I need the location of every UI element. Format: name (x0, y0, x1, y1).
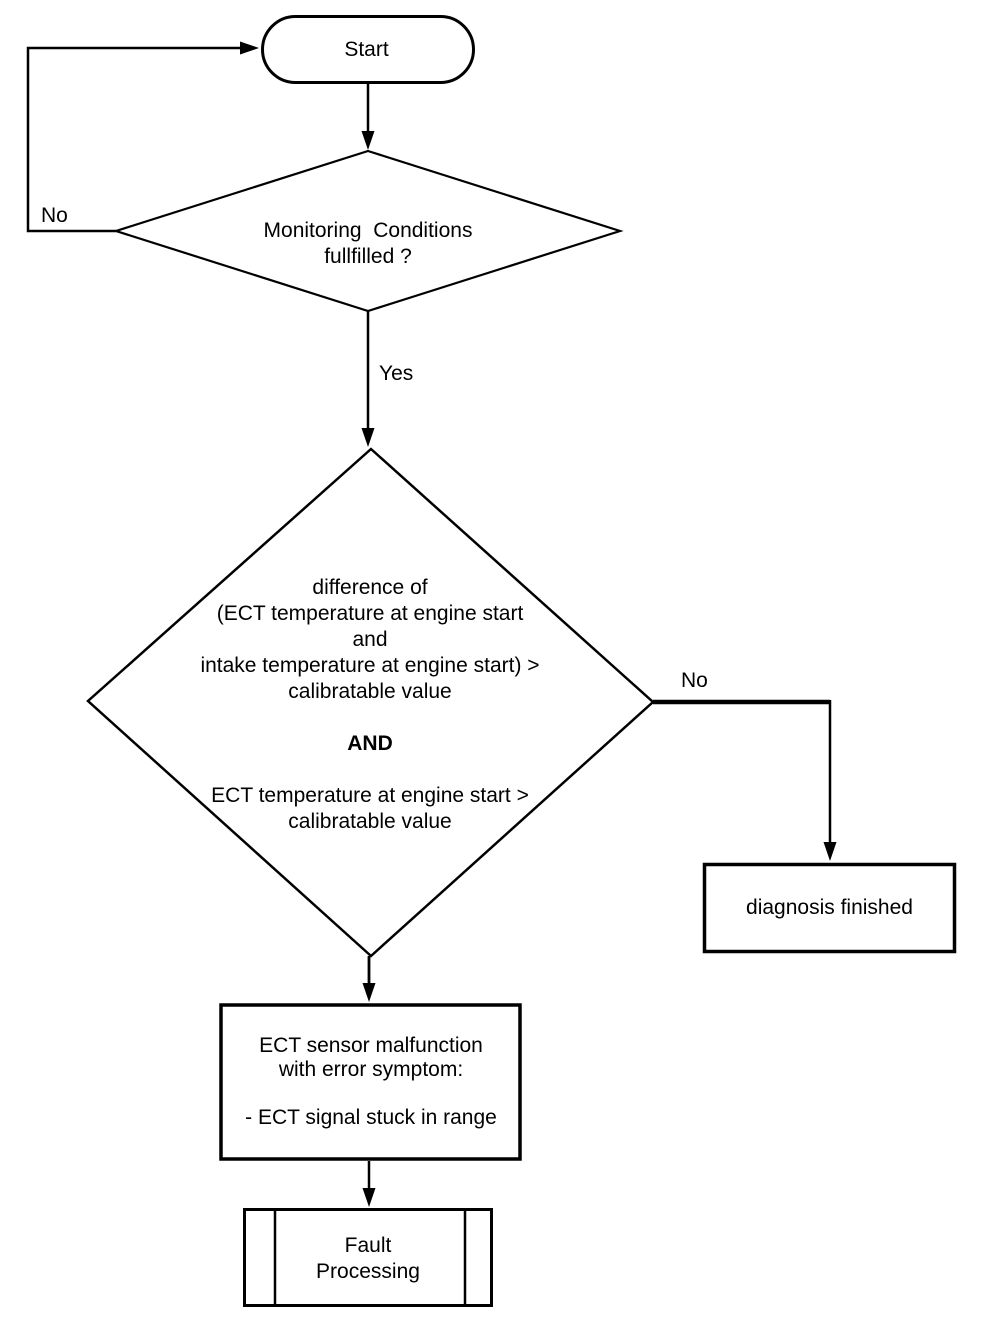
arrowhead-into-fault (362, 1188, 376, 1207)
monitoring-no-label: No (41, 204, 68, 227)
arrowhead-into-diagnosis (823, 842, 837, 861)
start-node-shape (261, 15, 475, 84)
monitoring-decision-label: Monitoring Conditions fullfilled ? (168, 218, 568, 270)
ect-decision-line (170, 705, 570, 731)
diagnosis-finished-label: diagnosis finished (746, 896, 913, 919)
ect-no-label: No (681, 669, 708, 692)
diagnosis-finished-box: diagnosis finished (703, 863, 956, 953)
ect-decision-line: calibratable value (288, 810, 452, 833)
fault-processing-line: Processing (316, 1260, 420, 1283)
malfunction-box: ECT sensor malfunction with error sympto… (221, 1034, 521, 1130)
diagnosis-finished-box-shape (702, 862, 957, 954)
fault-processing-box: Fault Processing (243, 1233, 493, 1285)
ect-decision-line (170, 757, 570, 783)
monitoring-decision-line: Monitoring Conditions (263, 219, 473, 242)
arrowhead-into-start (240, 41, 259, 55)
start-node-label: Start (344, 38, 389, 61)
malfunction-box-shape (219, 1003, 522, 1161)
no-loop-connector (26, 46, 243, 233)
fault-processing-box-shape (243, 1208, 493, 1307)
start-node: Start (260, 17, 473, 83)
malfunction-line: ECT sensor malfunction (259, 1034, 483, 1057)
monitoring-yes-label: Yes (379, 362, 414, 385)
arrowhead-into-monitoring (361, 131, 375, 150)
fault-processing-line: Fault (344, 1234, 392, 1257)
ect-decision-shape (86, 447, 655, 958)
monitoring-decision-line: fullfilled ? (324, 245, 412, 268)
ect-decision-label: difference of (ECT temperature at engine… (170, 575, 570, 835)
malfunction-line (221, 1082, 521, 1106)
ect-decision-line: ECT temperature at engine start > (211, 784, 529, 807)
ect-decision-line: (ECT temperature at engine start (216, 602, 524, 625)
malfunction-line: - ECT signal stuck in range (245, 1106, 497, 1129)
malfunction-line: with error symptom: (278, 1058, 464, 1081)
ect-decision-and-line: AND (347, 732, 393, 755)
ect-decision-line: calibratable value (288, 680, 452, 703)
ect-decision-line: intake temperature at engine start) > (200, 654, 540, 677)
arrowhead-into-ect-decision (361, 428, 375, 447)
ect-decision-line: difference of (312, 576, 428, 599)
ect-decision-line: and (352, 628, 388, 651)
arrowhead-into-malfunction (362, 983, 376, 1002)
